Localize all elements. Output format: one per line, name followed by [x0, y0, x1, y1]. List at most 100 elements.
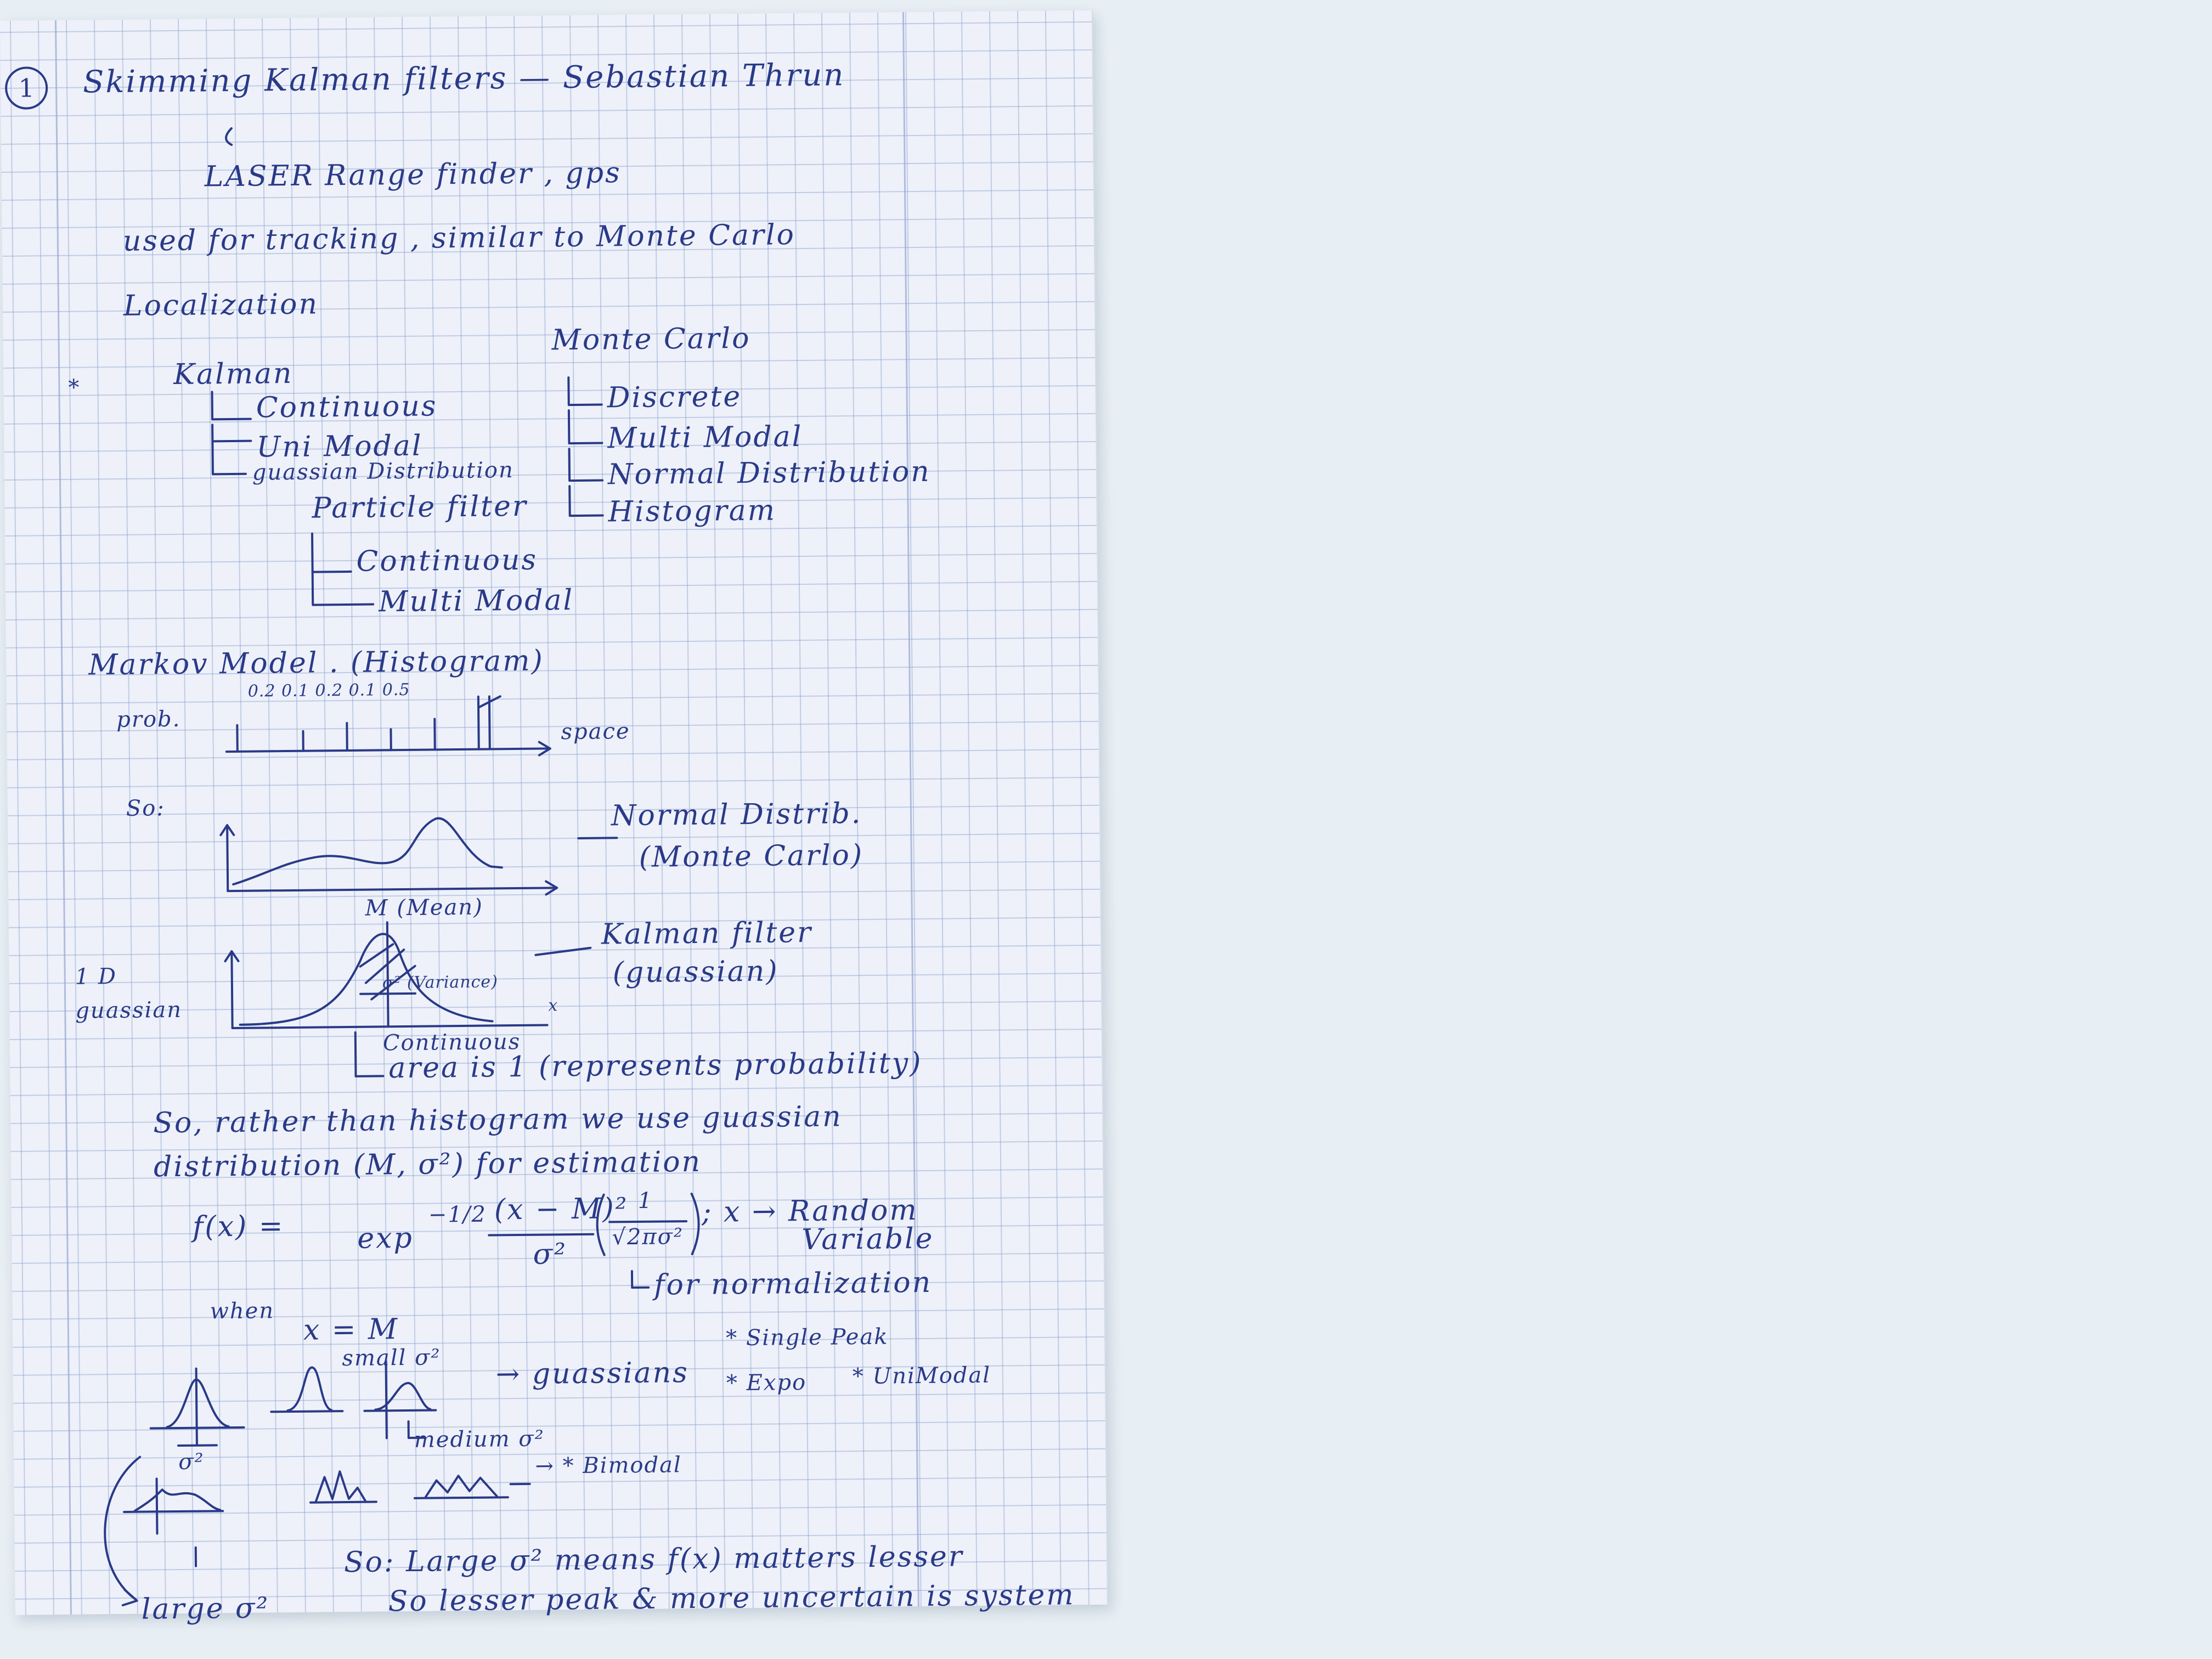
wide-gaussian	[166, 1378, 230, 1429]
monte-carlo-branch	[567, 376, 603, 407]
so-label: So:	[126, 795, 165, 821]
monte-carlo-item: Discrete	[607, 380, 742, 415]
formula-norm-denominator: √2πσ²	[612, 1224, 684, 1250]
kalman-item: Continuous	[256, 390, 438, 425]
gaussian-baseline	[270, 1410, 344, 1413]
formula-fraction-bar	[488, 1233, 595, 1237]
title: Skimming Kalman filters — Sebastian Thru…	[82, 57, 845, 100]
kalman-item: Uni Modal	[256, 429, 423, 464]
particle-item: Continuous	[356, 543, 538, 578]
monte-carlo-heading: Monte Carlo	[551, 321, 751, 357]
formula-paren	[690, 1192, 700, 1255]
formula-exp: exp	[357, 1221, 414, 1255]
mean-label: M (Mean)	[365, 894, 483, 921]
when-label: when	[210, 1298, 275, 1324]
page-number: 1	[4, 66, 48, 110]
markov-bar-values: 0.2 0.1 0.2 0.1 0.5	[247, 680, 410, 701]
small-sigma-label: small σ²	[342, 1345, 441, 1372]
kalman-heading: Kalman	[173, 357, 294, 391]
markov-axis-arrow	[538, 741, 551, 757]
monte-carlo-branch	[568, 485, 604, 517]
normal-x-arrow	[545, 880, 558, 896]
x-axis-label: x	[548, 996, 558, 1015]
markov-bar	[477, 695, 501, 751]
bimodal-curve	[314, 1470, 366, 1503]
monte-carlo-item: Histogram	[608, 494, 777, 529]
large-sigma-arrowhead	[121, 1588, 138, 1606]
medium-gaussian	[374, 1381, 432, 1411]
formula-variable: Variable	[802, 1222, 934, 1257]
kalman-filter-sublabel: (guassian)	[612, 955, 779, 990]
kalman-filter-label: Kalman filter	[601, 916, 813, 951]
kalman-branch	[211, 391, 252, 421]
large-sigma-arrow	[104, 1455, 142, 1601]
medium-sigma-label: medium σ²	[414, 1426, 545, 1453]
conclusion-line-2: So lesser peak & more uncertain is syste…	[388, 1578, 1075, 1618]
usage-line: used for tracking , similar to Monte Car…	[122, 218, 796, 258]
sigma-label: σ²	[178, 1449, 205, 1475]
narrow-gaussian	[286, 1366, 333, 1412]
normalization-branch	[630, 1270, 650, 1289]
formula-half: −1/2	[428, 1201, 487, 1228]
variance-label: σ² (Variance)	[382, 972, 498, 993]
gaussian-x-axis	[231, 1024, 549, 1030]
monte-carlo-item: Multi Modal	[607, 420, 803, 455]
normal-x-axis	[227, 887, 558, 893]
notebook-page: 1 Skimming Kalman filters — Sebastian Th…	[0, 10, 1108, 1626]
star-mark: *	[68, 375, 81, 400]
formula-normalization-note: for normalization	[653, 1266, 933, 1302]
particle-heading: Particle filter	[312, 489, 528, 525]
kalman-branch	[211, 439, 252, 443]
bimodal-baseline	[309, 1500, 377, 1504]
sigma-arrow	[177, 1444, 218, 1447]
kalman-branch	[211, 424, 247, 476]
monte-carlo-item: Normal Distribution	[607, 455, 931, 492]
formula-norm-numerator: 1	[637, 1188, 653, 1214]
title-stroke	[225, 127, 233, 146]
formula-random-variable: ; x → Random	[701, 1194, 918, 1229]
markov-axis	[225, 747, 551, 753]
gaussian-side-label: guassian	[75, 997, 183, 1024]
kalman-item: guassian Distribution	[252, 458, 514, 486]
bimodal-curve	[134, 1488, 222, 1512]
bimodal-label: → * Bimodal	[535, 1452, 682, 1479]
property-unimodal: * UniModal	[852, 1362, 991, 1390]
property-expo: * Expo	[726, 1370, 807, 1396]
particle-item: Multi Modal	[378, 584, 574, 619]
normal-distrib-label: Normal Distrib.	[611, 797, 862, 833]
normal-y-arrow	[219, 824, 235, 837]
particle-branch	[311, 532, 352, 573]
monte-carlo-branch	[568, 448, 604, 482]
gaussian-y-arrow	[224, 950, 240, 963]
usage-line-2: Localization	[123, 287, 319, 323]
gaussians-label: → guassians	[495, 1356, 690, 1391]
gaussian-baseline	[149, 1426, 245, 1430]
when-equation: x = M	[303, 1313, 399, 1347]
wide-gaussian-axis	[195, 1367, 198, 1447]
formula-numerator: (x − M)²	[494, 1192, 629, 1227]
markov-prob-label: prob.	[116, 706, 181, 733]
conclusion-line-1: So: Large σ² means f(x) matters lesser	[343, 1540, 964, 1579]
markov-space-label: space	[561, 719, 630, 745]
formula-denominator: σ²	[533, 1238, 568, 1271]
formula-lhs: f(x) =	[192, 1210, 285, 1244]
area-label: area is 1 (represents probability)	[388, 1046, 923, 1085]
normal-y-axis	[226, 824, 229, 893]
bimodal-curve	[424, 1475, 498, 1498]
markov-heading: Markov Model . (Histogram)	[88, 644, 545, 682]
rather-line-2: distribution (M, σ²) for estimation	[153, 1145, 702, 1184]
kalman-label-arrow	[534, 946, 592, 956]
continuous-branch	[354, 1031, 385, 1077]
monte-carlo-branch	[567, 409, 603, 445]
rather-line-1: So, rather than histogram we use guassia…	[153, 1100, 843, 1140]
sensors-line: LASER Range finder , gps	[204, 156, 622, 194]
normal-distrib-sublabel: (Monte Carlo)	[639, 838, 864, 874]
large-sigma-label: large σ²	[141, 1592, 270, 1626]
normal-curve	[232, 817, 503, 885]
left-margin-line	[54, 20, 72, 1615]
one-d-label: 1 D	[75, 964, 117, 990]
property-single-peak: * Single Peak	[725, 1324, 889, 1351]
bimodal-baseline	[123, 1510, 224, 1513]
bimodal-baseline	[413, 1496, 509, 1499]
